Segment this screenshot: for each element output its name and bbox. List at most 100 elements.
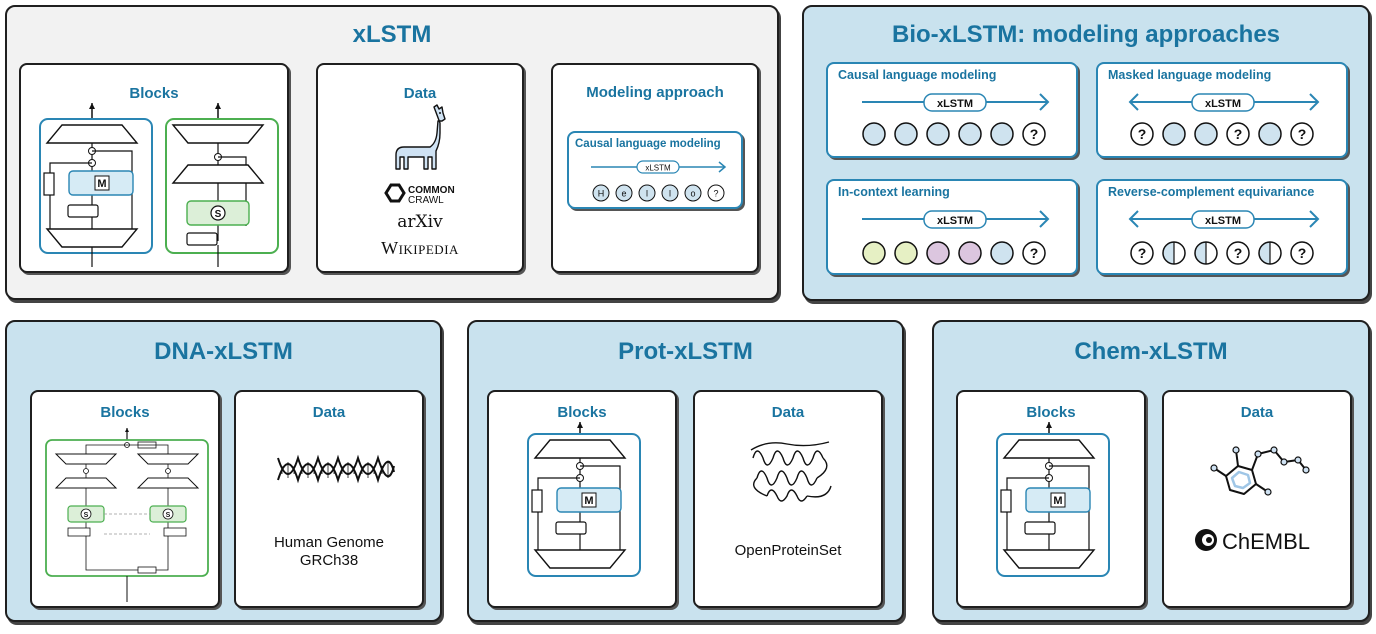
sequence-token <box>926 122 950 146</box>
mlstm-m-label: M <box>97 178 106 190</box>
dna-bidirectional-block-diagram: S S <box>45 428 209 602</box>
half-token-fill <box>1195 242 1206 264</box>
prot-data-title: Data <box>771 404 805 421</box>
dna-helix-icon <box>277 454 395 484</box>
in-context-diagram: xLSTM ? <box>862 210 1050 265</box>
prot-xlstm-panel-title: Prot-xLSTM <box>618 338 753 365</box>
question-mark-label: ? <box>1030 126 1039 142</box>
prot-blocks-card: Blocks M <box>487 390 677 608</box>
common-crawl-line2: CRAWL <box>408 195 444 206</box>
question-mark-label: ? <box>1138 126 1147 142</box>
slstm-s-label: S <box>215 209 222 220</box>
hello-token <box>707 184 725 202</box>
question-mark-label: ? <box>1234 245 1243 261</box>
in-context-card: In-context learning xLSTM ? <box>826 179 1078 275</box>
dna-s-label-right: S <box>166 512 171 519</box>
unknown-token <box>1130 241 1154 265</box>
common-crawl-line1: COMMON <box>408 185 455 196</box>
unknown-token <box>1290 122 1314 146</box>
prot-m-label: M <box>584 495 593 507</box>
reverse-complement-card: Reverse-complement equivariance xLSTM ??… <box>1096 179 1348 275</box>
sequence-token <box>1258 122 1282 146</box>
arxiv-logo: arXiv <box>397 212 443 232</box>
sequence-token <box>990 241 1014 265</box>
chem-m-label: M <box>1053 495 1062 507</box>
rc-xlstm-tag: xLSTM <box>1205 215 1241 227</box>
question-mark-label: ? <box>1298 126 1307 142</box>
unknown-token <box>1290 241 1314 265</box>
hello-token <box>661 184 679 202</box>
sequence-token <box>894 241 918 265</box>
dna-blocks-title: Blocks <box>100 404 150 421</box>
dna-xlstm-panel-title: DNA-xLSTM <box>154 338 293 365</box>
molecule-icon <box>1210 446 1310 496</box>
sequence-token <box>958 241 982 265</box>
unknown-token <box>1022 241 1046 265</box>
hello-token <box>592 184 610 202</box>
bio-xlstm-panel-title: Bio-xLSTM: modeling approaches <box>891 21 1281 48</box>
hello-token <box>684 184 702 202</box>
chembl-logo-mark <box>1195 529 1217 551</box>
in-context-title: In-context learning <box>838 185 950 199</box>
wikipedia-logo: Wikipedia <box>381 238 459 258</box>
half-token-fill <box>1163 242 1174 264</box>
hello-token-label: l <box>669 189 671 199</box>
sequence-token <box>926 241 950 265</box>
sequence-token <box>1194 122 1218 146</box>
unknown-token <box>1226 241 1250 265</box>
bio-xlstm-panel: Bio-xLSTM: modeling approaches Causal la… <box>802 5 1370 301</box>
chembl-label: ChEMBL <box>1222 529 1311 554</box>
xlstm-data-title: Data <box>403 85 437 102</box>
hello-token-label: l <box>646 189 648 199</box>
mini-xlstm-tag: xLSTM <box>645 164 671 173</box>
sequence-token <box>990 122 1014 146</box>
xlstm-panel: xLSTM Blocks M <box>5 5 779 300</box>
dna-blocks-card: Blocks S S <box>30 390 220 608</box>
question-mark-label: ? <box>1138 245 1147 261</box>
question-mark-label: ? <box>1234 126 1243 142</box>
reverse-complement-title: Reverse-complement equivariance <box>1108 185 1315 199</box>
llama-icon <box>395 104 446 170</box>
masked-lm-card: Masked language modeling xLSTM ??? <box>1096 62 1348 158</box>
sequence-token <box>862 122 886 146</box>
prot-xlstm-panel: Prot-xLSTM Blocks M Data <box>467 320 904 622</box>
masked-xlstm-tag: xLSTM <box>1205 98 1241 110</box>
causal-xlstm-tag: xLSTM <box>937 98 973 110</box>
masked-lm-diagram: xLSTM ??? <box>1128 93 1320 146</box>
hello-token-label: H <box>598 189 605 199</box>
hello-token-label: e <box>621 189 626 199</box>
xlstm-blocks-title: Blocks <box>129 85 179 102</box>
xlstm-modeling-title: Modeling approach <box>586 84 724 101</box>
hello-token <box>615 184 633 202</box>
slstm-block-diagram: S <box>165 103 279 267</box>
causal-lm-card: Causal language modeling xLSTM ? <box>826 62 1078 158</box>
mini-causal-title: Causal language modeling <box>575 138 721 150</box>
xlstm-modeling-card: Modeling approach Causal language modeli… <box>551 63 759 273</box>
hello-token-label: ? <box>713 189 718 199</box>
prot-data-card: Data OpenProteinSet <box>693 390 883 608</box>
dna-s-label-left: S <box>84 512 89 519</box>
sequence-token <box>958 122 982 146</box>
unknown-token <box>1226 122 1250 146</box>
chem-xlstm-panel-title: Chem-xLSTM <box>1074 338 1228 365</box>
dna-data-card: Data Human Genome GRCh38 <box>234 390 424 608</box>
unknown-token <box>1022 122 1046 146</box>
chem-mlstm-block-diagram: M <box>996 422 1110 577</box>
openproteinset-label: OpenProteinSet <box>734 542 842 559</box>
half-token-fill <box>1259 242 1270 264</box>
xlstm-blocks-card: Blocks M <box>19 63 289 273</box>
chem-blocks-card: Blocks M <box>956 390 1146 608</box>
causal-lm-title: Causal language modeling <box>838 68 997 82</box>
prot-mlstm-block-diagram: M <box>527 422 641 577</box>
grch38-label: GRCh38 <box>299 552 359 569</box>
chem-xlstm-panel: Chem-xLSTM Blocks M Data <box>932 320 1370 622</box>
causal-lm-diagram: xLSTM ? <box>862 93 1050 146</box>
sequence-token <box>862 241 886 265</box>
sequence-token <box>894 122 918 146</box>
chem-data-card: Data ChEMB <box>1162 390 1352 608</box>
xlstm-panel-title: xLSTM <box>352 21 432 48</box>
question-mark-label: ? <box>1030 245 1039 261</box>
unknown-token <box>1130 122 1154 146</box>
reverse-complement-diagram: xLSTM ??? <box>1128 210 1320 265</box>
